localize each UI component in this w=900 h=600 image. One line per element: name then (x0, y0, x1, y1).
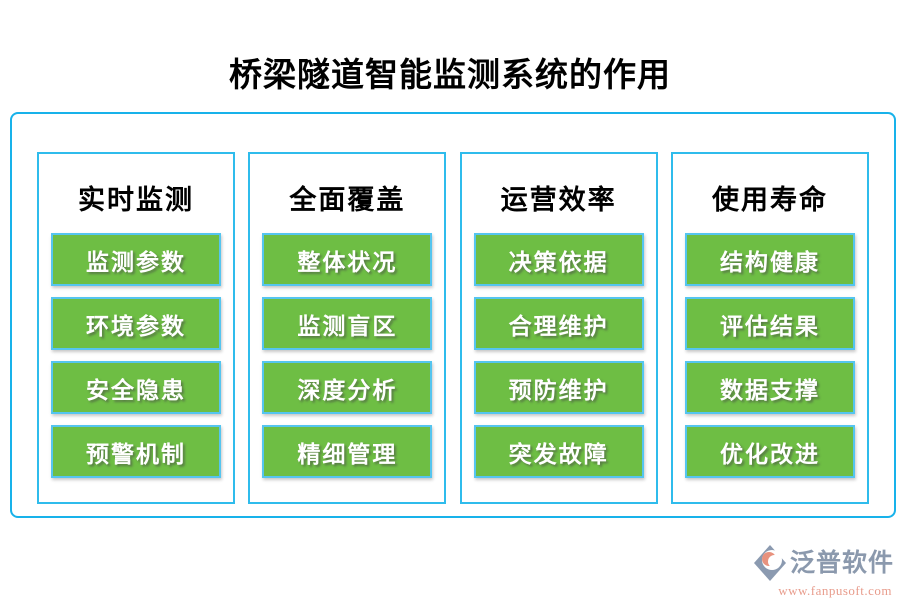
column-service-life: 使用寿命 结构健康 评估结果 数据支撑 优化改进 (670, 152, 869, 504)
feature-button[interactable]: 精细管理 (262, 425, 433, 478)
feature-button[interactable]: 合理维护 (473, 297, 644, 350)
diagram-frame: 实时监测 监测参数 环境参数 安全隐患 预警机制 全面覆盖 整体状况 监测盲区 … (10, 112, 896, 518)
feature-button[interactable]: 安全隐患 (51, 361, 221, 414)
feature-button[interactable]: 评估结果 (684, 297, 855, 350)
feature-button[interactable]: 预警机制 (51, 425, 221, 478)
feature-button[interactable]: 优化改进 (684, 425, 855, 478)
feature-button[interactable]: 深度分析 (262, 361, 433, 414)
feature-button[interactable]: 环境参数 (51, 297, 221, 350)
column-operational-efficiency: 运营效率 决策依据 合理维护 预防维护 突发故障 (459, 152, 658, 504)
column-header: 实时监测 (78, 185, 194, 215)
feature-button[interactable]: 整体状况 (262, 233, 433, 286)
column-header: 使用寿命 (711, 185, 828, 215)
feature-button[interactable]: 突发故障 (473, 425, 644, 478)
feature-button[interactable]: 决策依据 (473, 233, 644, 286)
column-header: 运营效率 (500, 185, 617, 215)
watermark-brand: 泛普软件 (789, 549, 894, 577)
watermark: 泛普软件 www.fanpusoft.com (753, 544, 894, 599)
column-header: 全面覆盖 (289, 185, 406, 215)
column-realtime-monitoring: 实时监测 监测参数 环境参数 安全隐患 预警机制 (37, 152, 235, 504)
column-items: 监测参数 环境参数 安全隐患 预警机制 (39, 233, 233, 478)
column-items: 决策依据 合理维护 预防维护 突发故障 (462, 233, 656, 478)
column-items: 结构健康 评估结果 数据支撑 优化改进 (673, 233, 867, 478)
feature-button[interactable]: 监测盲区 (262, 297, 433, 350)
feature-button[interactable]: 数据支撑 (684, 361, 855, 414)
feature-button[interactable]: 结构健康 (684, 233, 855, 286)
watermark-url: www.fanpusoft.com (778, 583, 892, 598)
feature-button[interactable]: 监测参数 (51, 233, 221, 286)
column-full-coverage: 全面覆盖 整体状况 监测盲区 深度分析 精细管理 (248, 152, 447, 504)
column-items: 整体状况 监测盲区 深度分析 精细管理 (250, 233, 444, 478)
fanpu-diamond-logo-icon (753, 545, 786, 581)
page-title: 桥梁隧道智能监测系统的作用 (229, 58, 671, 94)
feature-button[interactable]: 预防维护 (473, 361, 644, 414)
